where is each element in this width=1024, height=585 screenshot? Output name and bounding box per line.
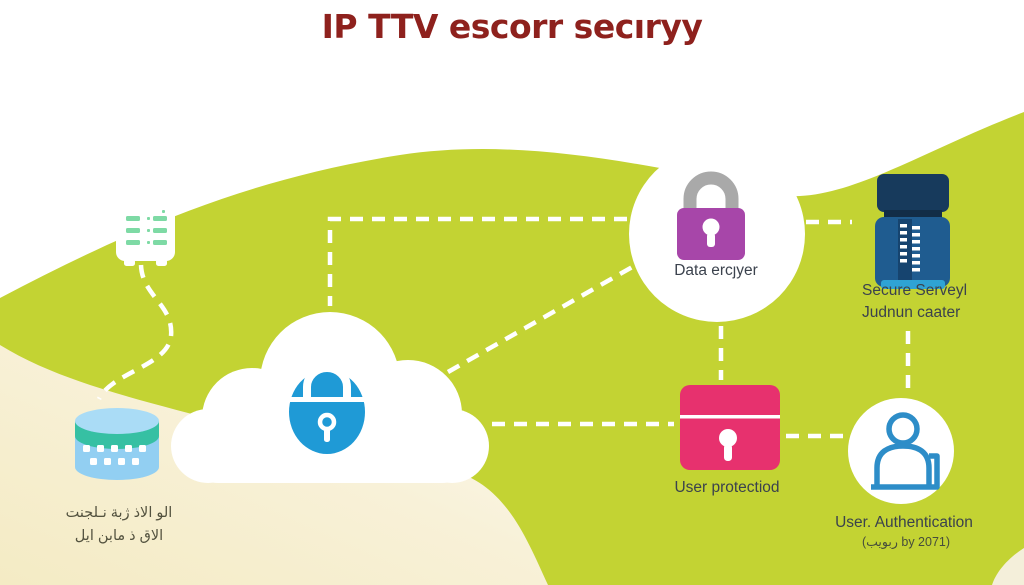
data-encryption-node xyxy=(629,146,805,322)
secure-server-label: Secure Serveyl Judnun caater xyxy=(862,280,967,324)
secure-server-icon xyxy=(875,174,950,289)
user-protection-lock-icon xyxy=(680,385,780,470)
data-encryption-lock-icon xyxy=(677,171,745,260)
connector-encryption-to-cloud xyxy=(327,216,627,306)
database-label: الو الاذ ژبة نـلجنت الاق ذ مابن ايل xyxy=(66,502,173,548)
user-authentication-node xyxy=(848,398,954,504)
cream-corner-wedge xyxy=(992,548,1024,585)
database-label-line2: الاق ذ مابن ايل xyxy=(74,528,164,544)
secure-server-label-line2: Judnun caater xyxy=(862,304,961,321)
secure-server-label-line1: Secure Serveyl xyxy=(862,282,968,299)
page-title: IP TTV escorr secıryy xyxy=(321,7,703,46)
rack-lock-icon xyxy=(116,174,175,266)
data-encryption-label: Data ercȷyer xyxy=(674,262,758,279)
connector-lines xyxy=(96,216,911,439)
cloud-encryption-lock-icon xyxy=(288,364,366,454)
user-icon xyxy=(871,412,940,490)
user-protection-label: User protectiod xyxy=(674,479,780,496)
database-label-line1: الو الاذ ژبة نـلجنت xyxy=(65,505,173,521)
user-authentication-label: User. Authentication xyxy=(835,514,973,531)
database-icon xyxy=(75,408,159,480)
connector-rack-to-database xyxy=(96,264,174,401)
user-authentication-sublabel: (ربويب by 2071) xyxy=(861,535,951,549)
connector-cloud-to-encryption-diagonal xyxy=(446,264,636,374)
